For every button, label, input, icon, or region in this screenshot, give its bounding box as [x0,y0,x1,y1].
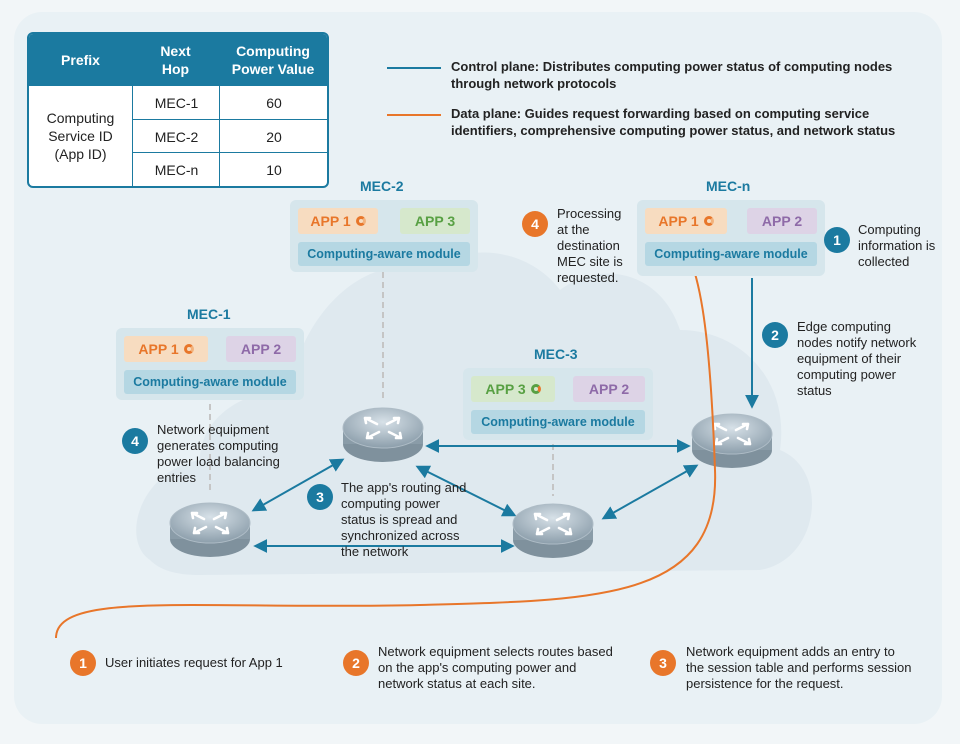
data-step-1-badge: 1 [70,650,96,676]
data-step-2-badge: 2 [343,650,369,676]
data-step-4-badge: 4 [522,211,548,237]
mec2-app-b: APP 3 [400,208,470,234]
data-step-2-text: Network equipment selects routes based o… [378,644,613,691]
mec3-title: MEC-3 [534,346,578,362]
app-status-icon [530,384,541,394]
mec3-module: Computing-aware module [471,410,645,434]
data-plane-legend: Data plane: Guides request forwarding ba… [451,106,896,138]
header-prefix: Prefix [29,34,132,86]
mecn-box: APP 1 APP 2 Computing-aware module [637,200,825,276]
header-next-hop: Next Hop [132,34,219,86]
mecn-title: MEC-n [706,178,751,194]
mecn-app-b: APP 2 [747,208,817,234]
data-step-3-text: Network equipment adds an entry to the s… [686,644,912,691]
mec1-title: MEC-1 [187,306,231,322]
control-step-1-badge: 1 [824,227,850,253]
routing-table: Prefix Next Hop Computing Power Value Co… [27,32,329,188]
mec3-box: APP 3 APP 2 Computing-aware module [463,368,653,440]
data-step-4-text: Processing at the destination MEC site i… [557,206,623,285]
mecn-app-a: APP 1 [645,208,727,234]
app-status-icon [355,216,366,226]
mec2-box: APP 1 APP 3 Computing-aware module [290,200,478,272]
mec2-title: MEC-2 [360,178,404,194]
control-step-1-text: Computing information is collected [858,222,936,269]
control-step-2-badge: 2 [762,322,788,348]
dashed-links [209,272,554,496]
router-mecn [690,412,774,470]
data-step-3-badge: 3 [650,650,676,676]
data-plane-path [55,231,717,639]
app-status-icon [703,216,714,226]
next-hop-cell: MEC-n [132,152,220,186]
mec2-module: Computing-aware module [298,242,470,266]
control-step-3-text: The app's routing and computing power st… [341,480,467,559]
data-step-1-text: User initiates request for App 1 [105,655,283,670]
control-plane-legend: Control plane: Distributes computing pow… [451,59,893,91]
control-step-3-badge: 3 [307,484,333,510]
power-value-cell: 20 [219,119,327,153]
data-plane-legend-line [387,114,441,116]
header-power-value: Computing Power Value [219,34,327,86]
mecn-module: Computing-aware module [645,242,817,266]
router-mec2 [341,406,425,464]
mec1-app-a: APP 1 [124,336,208,362]
app-status-icon [183,344,194,354]
mec3-app-a: APP 3 [471,376,555,402]
control-step-2-text: Edge computing nodes notify network equi… [797,319,917,398]
next-hop-cell: MEC-1 [132,86,220,119]
control-step-4-badge: 4 [122,428,148,454]
prefix-cell: Computing Service ID (App ID) [46,110,115,162]
mec1-module: Computing-aware module [124,370,296,394]
mec1-app-b: APP 2 [226,336,296,362]
next-hop-cell: MEC-2 [132,119,220,153]
mec2-app-a: APP 1 [298,208,378,234]
mec1-box: APP 1 APP 2 Computing-aware module [116,328,304,400]
power-value-cell: 10 [219,152,327,186]
power-value-cell: 60 [219,86,327,119]
mec3-app-b: APP 2 [573,376,645,402]
router-mec3 [511,502,595,560]
router-mec1 [168,501,252,559]
control-step-4-text: Network equipment generates computing po… [157,422,280,485]
control-plane-legend-line [387,67,441,69]
